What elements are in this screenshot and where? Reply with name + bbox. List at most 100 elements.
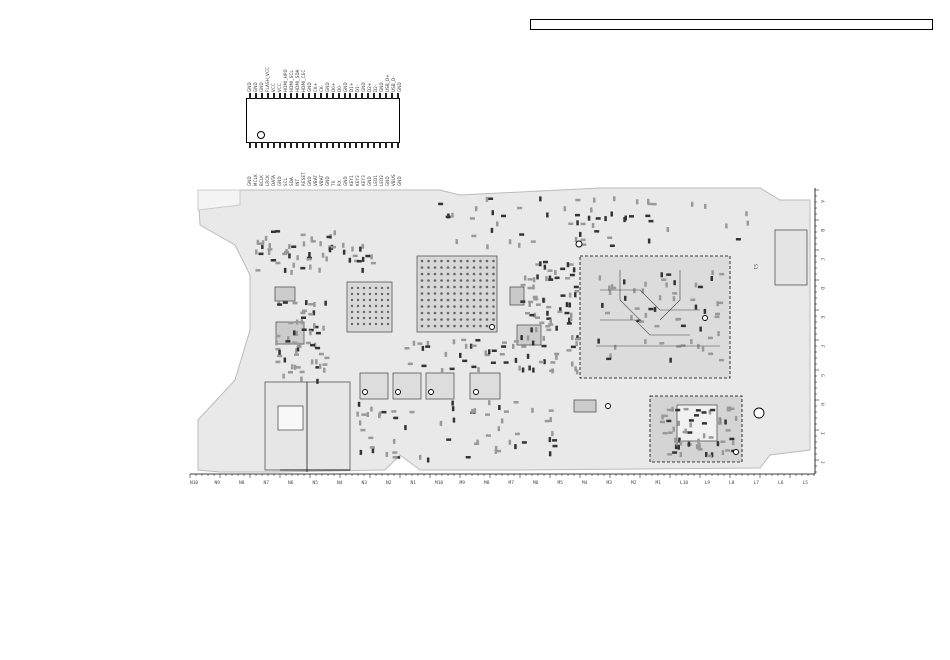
bga-ball	[479, 272, 482, 276]
ruler-label: M10	[435, 480, 443, 486]
smd-part	[647, 198, 650, 204]
smd-part	[501, 214, 506, 218]
smd-part	[533, 298, 539, 301]
smd-part	[568, 317, 571, 323]
smd-part	[381, 410, 387, 414]
smd-part	[294, 353, 299, 356]
ruler-side-label: F	[819, 345, 825, 348]
bga-ball	[466, 324, 469, 328]
smd-part	[543, 359, 546, 365]
smd-part	[451, 400, 454, 406]
connector-signal-label: D2+	[367, 82, 372, 92]
smd-part	[352, 254, 358, 258]
smd-part	[746, 220, 750, 226]
smd-part	[666, 408, 672, 412]
bga-ball	[386, 316, 390, 320]
connector-signal-label: GND	[379, 82, 384, 92]
smd-part	[548, 323, 554, 326]
bga-ball	[485, 324, 489, 328]
smd-part	[395, 456, 401, 459]
smd-part	[694, 414, 699, 417]
ruler-label: N2	[386, 480, 392, 486]
smd-part	[309, 330, 312, 336]
smd-part	[385, 451, 389, 457]
smd-part	[667, 453, 673, 456]
bga-ball	[362, 304, 366, 308]
smd-part	[258, 252, 264, 256]
smd-part	[488, 197, 494, 200]
bga-ball	[420, 279, 424, 282]
smd-part	[285, 340, 291, 343]
smd-part	[575, 198, 581, 202]
smd-part	[451, 406, 455, 412]
bga-ball	[433, 285, 437, 289]
bga-ball	[440, 305, 443, 308]
smd-part	[705, 452, 708, 457]
smd-part	[710, 408, 716, 412]
smd-part	[550, 361, 556, 364]
smd-part	[491, 210, 494, 216]
bga-ball	[420, 324, 424, 328]
connector-signal-label: VBAT	[319, 174, 324, 186]
bga-ball	[479, 305, 482, 308]
smd-part	[503, 410, 509, 413]
smd-part	[560, 267, 566, 271]
connector-signal-label: USB_D-	[391, 76, 396, 92]
bga-ball	[427, 259, 430, 263]
bga-ball	[440, 324, 443, 328]
bga-ball	[446, 298, 450, 302]
smd-part	[310, 359, 314, 365]
bga-ball	[350, 304, 354, 308]
smd-part	[533, 312, 537, 318]
smd-part	[623, 217, 626, 223]
bga-ball	[459, 272, 463, 276]
smd-part	[563, 206, 567, 212]
connector-pin	[396, 93, 399, 99]
bga-ball	[446, 259, 450, 263]
smd-part	[461, 338, 467, 342]
smd-part	[526, 335, 530, 341]
smd-part	[452, 417, 456, 423]
smd-part	[549, 319, 552, 325]
bga-ball	[380, 304, 384, 308]
connector-pin	[266, 142, 269, 148]
smd-part	[531, 340, 535, 346]
smd-part	[658, 295, 662, 301]
connector-pin	[308, 142, 311, 148]
smd-part	[701, 346, 705, 352]
bga-ball	[356, 316, 360, 320]
ruler-label: L10	[680, 480, 688, 486]
connector-pin	[349, 93, 352, 99]
connector-signal-label: RX	[337, 180, 342, 186]
bga-ball	[368, 322, 372, 326]
smd-part	[404, 425, 407, 431]
smd-part	[697, 438, 700, 444]
bga-ball	[386, 286, 390, 290]
bga-ball	[362, 298, 366, 302]
bga-ball	[350, 316, 354, 320]
smd-part	[565, 302, 569, 308]
ruler-side-label: B	[819, 229, 825, 232]
ruler-label: M3	[607, 480, 613, 486]
smd-part	[316, 378, 319, 384]
bga-ball	[386, 322, 390, 326]
smd-part	[305, 300, 308, 306]
smd-part	[299, 370, 305, 374]
bga-ball	[453, 311, 456, 315]
smd-part	[574, 236, 578, 242]
bga-ball	[492, 298, 495, 302]
ruler-label: N1	[411, 480, 417, 486]
smd-part	[708, 409, 712, 415]
bga-ball	[453, 324, 456, 328]
smd-part	[315, 346, 321, 350]
bga-ball	[420, 259, 424, 263]
connector-signal-label: MCLK	[253, 174, 258, 186]
smd-part	[682, 430, 688, 434]
connector-signal-label: GND	[247, 176, 252, 186]
smd-part	[711, 270, 714, 276]
smd-part	[308, 328, 314, 332]
connector-pin	[325, 142, 328, 148]
smd-part	[484, 350, 487, 356]
bga-ball	[440, 272, 443, 276]
smd-part	[644, 339, 647, 345]
